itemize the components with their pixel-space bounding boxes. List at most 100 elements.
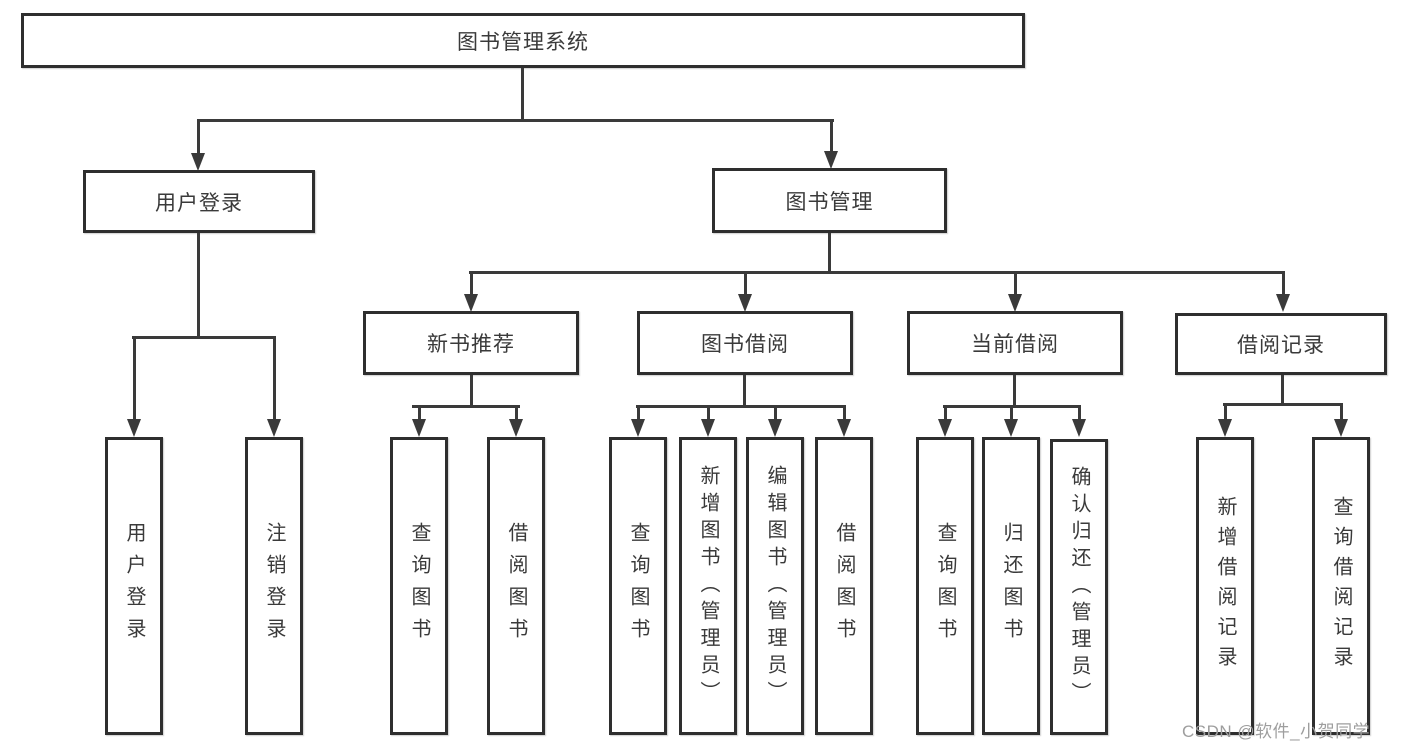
node-book-borrowing: 图书借阅 [637, 311, 853, 375]
arrowhead-icon [1004, 419, 1018, 437]
arrowhead-icon [938, 419, 952, 437]
leaf-label: 用户登录 [123, 522, 145, 650]
arrow-shaft [196, 119, 200, 155]
arrow-shaft [1223, 403, 1227, 421]
node-label: 用户登录 [155, 191, 243, 215]
arrowhead-icon [837, 419, 851, 437]
leaf-label: 查询图书 [408, 522, 430, 650]
leaf-label: 借阅图书 [505, 522, 527, 650]
arrow-to-book-management [824, 119, 838, 169]
arrow-to-query-record [1334, 403, 1348, 437]
node-current-borrowing: 当前借阅 [907, 311, 1123, 375]
arrow-shaft [706, 405, 710, 421]
connector-book-management-stub [828, 233, 831, 274]
leaf-label: 查询图书 [934, 522, 956, 650]
arrowhead-icon [768, 419, 782, 437]
arrowhead-icon [824, 151, 838, 169]
node-library-management-system: 图书管理系统 [21, 13, 1025, 68]
connector-borrowing-hline [636, 405, 846, 408]
leaf-label: 新增图书（管理员） [697, 464, 719, 708]
connector-user-login-stub [197, 233, 200, 339]
arrow-to-edit-books [768, 405, 782, 437]
connector-recommend-stub [470, 375, 473, 408]
node-label: 新书推荐 [427, 333, 515, 356]
arrow-shaft [132, 336, 136, 421]
arrow-shaft [1077, 405, 1081, 421]
arrow-to-leaf-logout [267, 336, 281, 437]
leaf-add-borrow-record: 新增借阅记录 [1196, 437, 1254, 735]
arrow-to-borrow-books-1 [509, 405, 523, 437]
arrow-shaft [514, 405, 518, 421]
node-label: 图书管理系统 [457, 30, 589, 54]
node-book-management: 图书管理 [712, 168, 947, 233]
arrow-to-user-login [191, 119, 205, 171]
node-label: 图书管理 [785, 190, 874, 214]
csdn-watermark: CSDN @软件_小贺同学 [1182, 722, 1371, 741]
leaf-return-books: 归还图书 [982, 437, 1040, 735]
arrow-shaft [1009, 405, 1013, 421]
connector-level2-hline [197, 119, 834, 122]
connector-root-stub [521, 68, 524, 122]
arrow-to-new-book-recommendation [464, 271, 478, 312]
connector-user-login-hline [132, 336, 276, 339]
connector-records-hline [1223, 403, 1343, 406]
arrowhead-icon [1008, 294, 1022, 312]
leaf-label: 确认归还（管理员） [1068, 465, 1090, 709]
connector-borrowing-stub [743, 375, 746, 408]
arrow-shaft [1013, 271, 1017, 296]
leaf-label: 注销登录 [263, 522, 285, 650]
arrow-shaft [842, 405, 846, 421]
arrow-shaft [743, 271, 747, 296]
leaf-label: 查询图书 [627, 522, 649, 650]
arrow-to-confirm-return [1072, 405, 1086, 437]
arrowhead-icon [701, 419, 715, 437]
arrow-to-borrowing-records [1276, 271, 1290, 312]
arrow-shaft [1339, 403, 1343, 421]
arrow-shaft [469, 271, 473, 296]
connector-current-stub [1013, 375, 1016, 408]
leaf-borrow-books-recommend: 借阅图书 [487, 437, 545, 735]
arrow-shaft [636, 405, 640, 421]
node-label: 当前借阅 [971, 333, 1059, 356]
leaf-query-books-borrowing: 查询图书 [609, 437, 667, 735]
connector-recommend-hline [412, 405, 520, 408]
arrow-to-current-borrowing [1008, 271, 1022, 312]
leaf-label: 归还图书 [1000, 522, 1022, 650]
leaf-logout-login: 注销登录 [245, 437, 303, 735]
leaf-label: 新增借阅记录 [1214, 496, 1236, 676]
leaf-label: 查询借阅记录 [1330, 496, 1352, 676]
arrowhead-icon [1072, 419, 1086, 437]
leaf-label: 借阅图书 [833, 522, 855, 650]
arrow-to-add-record [1218, 403, 1232, 437]
arrow-shaft [1281, 271, 1285, 296]
arrow-shaft [829, 119, 833, 153]
arrow-to-borrow-books-2 [837, 405, 851, 437]
arrow-to-leaf-user-login [127, 336, 141, 437]
arrow-to-query-books-2 [631, 405, 645, 437]
node-label: 借阅记录 [1237, 334, 1325, 357]
arrowhead-icon [464, 294, 478, 312]
node-user-login: 用户登录 [83, 170, 315, 233]
arrowhead-icon [631, 419, 645, 437]
arrowhead-icon [738, 294, 752, 312]
arrow-shaft [943, 405, 947, 421]
leaf-label: 编辑图书（管理员） [764, 464, 786, 708]
connector-level3-hline [469, 271, 1285, 274]
leaf-edit-books-admin: 编辑图书（管理员） [746, 437, 804, 735]
leaf-user-login: 用户登录 [105, 437, 163, 735]
arrowhead-icon [127, 419, 141, 437]
leaf-confirm-return-admin: 确认归还（管理员） [1050, 439, 1108, 735]
leaf-query-books-current: 查询图书 [916, 437, 974, 735]
arrowhead-icon [1218, 419, 1232, 437]
connector-records-stub [1281, 375, 1284, 406]
arrowhead-icon [509, 419, 523, 437]
arrowhead-icon [1276, 294, 1290, 312]
arrow-to-book-borrowing [738, 271, 752, 312]
arrow-shaft [773, 405, 777, 421]
arrowhead-icon [412, 419, 426, 437]
arrow-to-query-books-1 [412, 405, 426, 437]
arrowhead-icon [191, 153, 205, 171]
arrow-to-add-books [701, 405, 715, 437]
node-borrowing-records: 借阅记录 [1175, 313, 1387, 375]
